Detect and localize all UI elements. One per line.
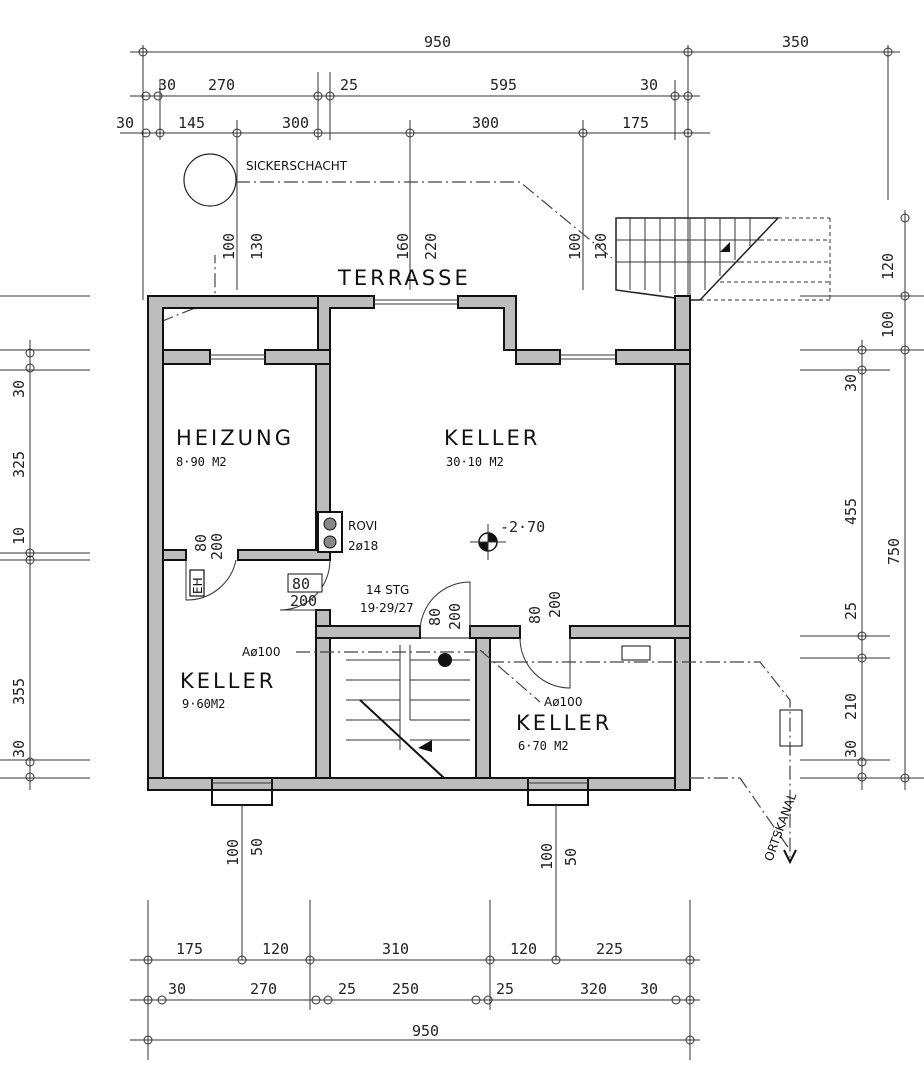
dim-label: 310: [382, 940, 409, 958]
dim-label: 300: [472, 114, 499, 132]
kanal-label: ORTSKANAL: [762, 791, 800, 863]
rovi-size: 2ø18: [348, 539, 378, 553]
stair-size-label: 19·29/27: [360, 601, 414, 615]
sickerschacht-label: SICKERSCHACHT: [246, 159, 348, 173]
dim-label: 595: [490, 76, 517, 94]
room-area-keller-left: 9·60M2: [182, 697, 225, 711]
dim-label: 210: [842, 693, 860, 720]
dim-label: 130: [592, 233, 610, 260]
dim-label: 145: [178, 114, 205, 132]
dim-label: 225: [596, 940, 623, 958]
dimension-lines-left: 30 325 10 355 30: [0, 295, 90, 790]
room-area-keller-main: 30·10 M2: [446, 455, 504, 469]
dim-label: 25: [496, 980, 514, 998]
dim-label: 50: [248, 838, 266, 856]
building-walls: [147, 295, 691, 806]
room-area-heizung: 8·90 M2: [176, 455, 227, 469]
dim-label: 120: [262, 940, 289, 958]
dim-label: 30: [640, 76, 658, 94]
dimension-lines-right: 120 100 30 455 750 25 210 30: [800, 210, 924, 790]
dim-label: 250: [392, 980, 419, 998]
dim-label: 100: [220, 233, 238, 260]
dim-label: 270: [250, 980, 277, 998]
dim-label: 130: [248, 233, 266, 260]
dim-label: 300: [282, 114, 309, 132]
dim-label: 355: [10, 678, 28, 705]
below-dims: 100 50 100 50: [224, 805, 580, 960]
room-name-keller-left: KELLER: [180, 669, 276, 693]
dim-label: 270: [208, 76, 235, 94]
rovi-label: ROVI: [348, 519, 377, 533]
dimension-lines-top: [120, 45, 900, 300]
dim-label: 325: [10, 451, 28, 478]
pipe-left-label: Aø100: [242, 645, 280, 659]
dim-label: 25: [340, 76, 358, 94]
room-labels: HEIZUNG 8·90 M2 KELLER 30·10 M2 KELLER 9…: [176, 426, 612, 753]
dim-label: 10: [10, 527, 28, 545]
dim-label: 120: [879, 253, 897, 280]
dim-label: 220: [422, 233, 440, 260]
door-dim: 200: [208, 533, 226, 560]
dim-label: 30: [168, 980, 186, 998]
room-name-keller-main: KELLER: [444, 426, 540, 450]
dim-label: 30: [10, 380, 28, 398]
door-dim: 200: [290, 592, 317, 610]
dim-label: 30: [640, 980, 658, 998]
door-dim: 80: [426, 608, 444, 626]
dim-label: 100: [879, 311, 897, 338]
chimney: ROVI 2ø18: [317, 511, 378, 553]
door-dim: 80: [292, 575, 310, 593]
dim-label: 175: [622, 114, 649, 132]
dim-label: 30: [842, 374, 860, 392]
stairs-label: 14 STG: [366, 583, 409, 597]
interior-stairs: 14 STG 19·29/27: [329, 583, 477, 779]
dim-label: 455: [842, 498, 860, 525]
terrace: SICKERSCHACHT TERRASSE 100 130 160 220 1…: [159, 153, 613, 323]
dimension-labels-top: 950 350 30 270 25 595 30 30 145 300 300 …: [116, 33, 809, 132]
level-label: -2·70: [500, 518, 545, 536]
eh-label: EH: [191, 577, 205, 594]
terrasse-label: TERRASSE: [337, 266, 471, 290]
doors: EH 80 200 80 200 80 200 80 200: [185, 533, 571, 689]
room-name-heizung: HEIZUNG: [176, 426, 294, 450]
dim-label: 160: [394, 233, 412, 260]
dim-label: 175: [176, 940, 203, 958]
dim-label: 30: [116, 114, 134, 132]
dim-label: 30: [10, 740, 28, 758]
door-dim: 80: [526, 606, 544, 624]
dim-label: 100: [566, 233, 584, 260]
dim-label: 25: [338, 980, 356, 998]
dim-label: 950: [412, 1022, 439, 1040]
dim-label: 50: [562, 848, 580, 866]
level-marker: -2·70: [470, 518, 545, 560]
room-name-keller-right: KELLER: [516, 711, 612, 735]
dim-label: 25: [842, 602, 860, 620]
dim-label: 30: [842, 740, 860, 758]
dim-label: 320: [580, 980, 607, 998]
room-area-keller-right: 6·70 M2: [518, 739, 569, 753]
sickerschacht-symbol: [183, 153, 237, 207]
dim-label: 950: [424, 33, 451, 51]
pipe-right-label: Aø100: [544, 695, 582, 709]
door-dim: 200: [446, 603, 464, 630]
dim-label: 350: [782, 33, 809, 51]
door-dim: 80: [192, 534, 210, 552]
dim-label: 100: [538, 843, 556, 870]
dim-label: 750: [885, 538, 903, 565]
dim-label: 30: [158, 76, 176, 94]
door-dim: 200: [546, 591, 564, 618]
dimension-lines-bottom: 175 120 310 120 225 30 270 25 250 25 320…: [130, 900, 700, 1060]
dim-label: 120: [510, 940, 537, 958]
dim-label: 100: [224, 839, 242, 866]
outdoor-stairs: [615, 217, 831, 301]
